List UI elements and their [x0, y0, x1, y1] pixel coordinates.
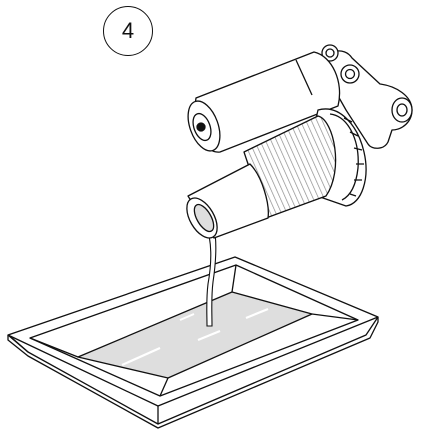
shock-absorber-icon [186, 44, 413, 239]
step-number: 4 [121, 18, 135, 43]
oil-stream-icon [205, 225, 217, 327]
step-number-badge: 4 [103, 6, 153, 56]
drain-pan-icon [7, 256, 379, 429]
